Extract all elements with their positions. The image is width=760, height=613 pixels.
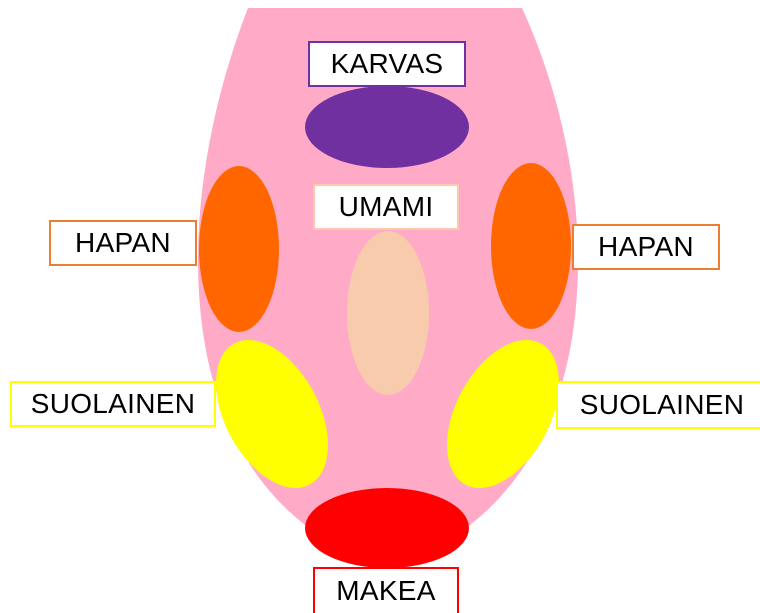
hapan-zone-left <box>199 166 279 332</box>
makea-zone <box>305 488 469 568</box>
karvas-zone <box>305 86 469 168</box>
umami-zone <box>347 231 429 395</box>
hapan-zone-right <box>491 163 571 329</box>
suolainen-label-right: SUOLAINEN <box>556 381 760 429</box>
hapan-label-left: HAPAN <box>49 220 197 266</box>
karvas-label: KARVAS <box>308 41 466 87</box>
suolainen-label-left: SUOLAINEN <box>10 381 216 427</box>
hapan-label-right: HAPAN <box>572 224 720 270</box>
umami-label: UMAMI <box>313 184 459 230</box>
makea-label: MAKEA <box>313 567 459 613</box>
